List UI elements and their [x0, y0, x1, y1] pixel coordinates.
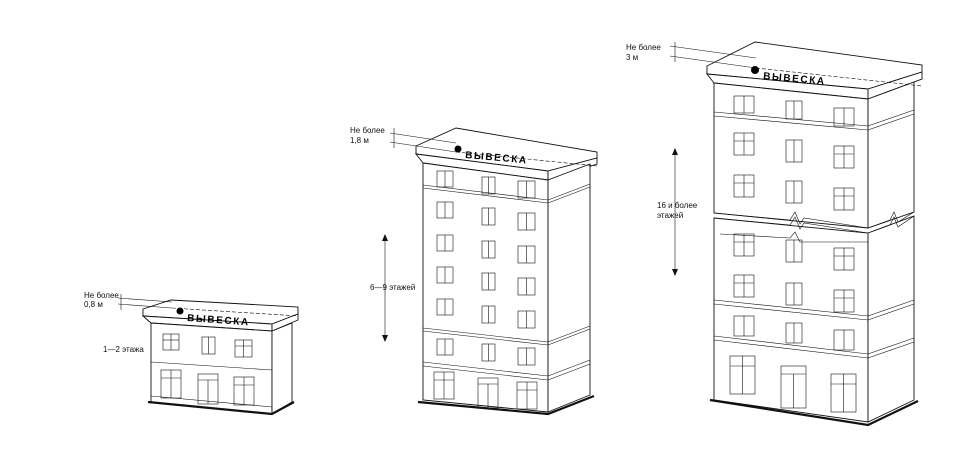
floors-label-small: 1—2 этажа [103, 345, 144, 354]
building-medium: ВЫВЕСКА Не более 1,8 м 6—9 этажей [350, 126, 598, 416]
limit-label-small-line1: Не более [84, 291, 119, 300]
sign-dot [176, 307, 184, 315]
limit-label-medium-line1: Не более [350, 126, 385, 135]
building-tall: ВЫВЕСКА Не более 3 м 16 и более этажей [626, 41, 923, 427]
sign-text-medium: ВЫВЕСКА [465, 150, 528, 166]
limit-label-small-line2: 0,8 м [84, 300, 103, 309]
floors-label-tall-line2: этажей [657, 211, 683, 220]
limit-label-tall-line1: Не более [626, 43, 661, 52]
building-small: ВЫВЕСКА Не более 0,8 м 1—2 этажа [84, 291, 299, 416]
floors-label-medium: 6—9 этажей [370, 283, 415, 292]
sign-dot [454, 145, 462, 153]
limit-label-tall-line2: 3 м [626, 53, 638, 62]
sign-text-small: ВЫВЕСКА [187, 313, 250, 328]
sign-text-tall: ВЫВЕСКА [763, 71, 826, 87]
limit-label-medium-line2: 1,8 м [350, 136, 369, 145]
floors-label-tall-line1: 16 и более [657, 201, 698, 210]
